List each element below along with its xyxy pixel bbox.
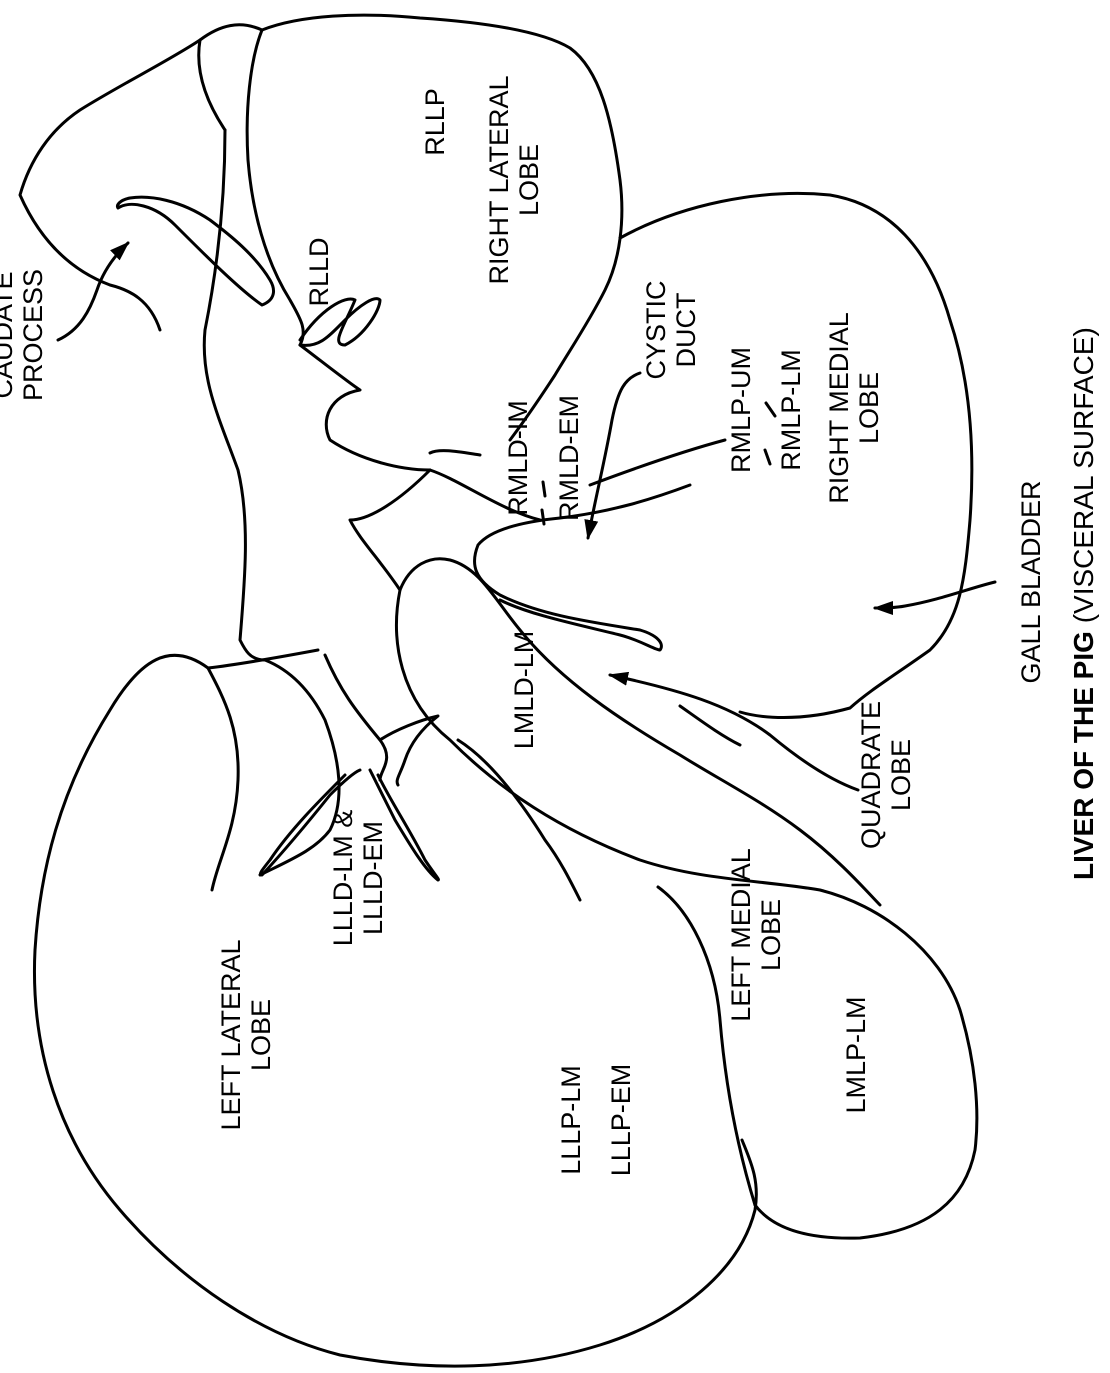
figure-title-rest: (VISCERAL SURFACE) <box>1068 327 1099 631</box>
label-gall-bladder: GALL BLADDER <box>1016 480 1046 683</box>
svg-text:LEFT MEDIAL: LEFT MEDIAL <box>726 848 756 1022</box>
figure-title: LIVER OF THE PIG (VISCERAL SURFACE) <box>1068 327 1099 880</box>
svg-text:CYSTIC: CYSTIC <box>641 280 671 379</box>
svg-text:QUADRATE: QUADRATE <box>856 701 886 849</box>
right-lateral-inner-edge <box>247 30 303 345</box>
svg-text:RIGHT LATERAL: RIGHT LATERAL <box>484 75 514 284</box>
figure-title-bold: LIVER OF THE PIG <box>1068 631 1099 880</box>
tick-rmld-2 <box>542 510 544 524</box>
left-medial-lobe-outline <box>397 590 977 1238</box>
svg-text:PROCESS: PROCESS <box>18 269 48 401</box>
tick-rmlp-2 <box>766 403 775 416</box>
right-lateral-lobe-outline <box>262 15 622 440</box>
svg-text:LOBE: LOBE <box>756 899 786 971</box>
llld-duct-branch-1 <box>380 716 438 785</box>
caudate-process-outline <box>20 25 262 330</box>
label-caudate-process: CAUDATE PROCESS <box>0 269 48 401</box>
label-rmlp-lm: RMLP-LM <box>776 349 806 471</box>
svg-text:LEFT LATERAL: LEFT LATERAL <box>216 939 246 1130</box>
label-right-lateral-lobe: RIGHT LATERAL LOBE <box>484 75 544 284</box>
svg-text:LOBE: LOBE <box>854 372 884 444</box>
tick-rmld <box>543 482 545 496</box>
label-left-medial-lobe: LEFT MEDIAL LOBE <box>726 848 786 1022</box>
quadrate-arrow <box>610 675 858 790</box>
svg-text:LLLD-EM: LLLD-EM <box>358 821 388 935</box>
lateral-lobe-divider-2 <box>208 668 238 890</box>
left-lateral-lobe-outline <box>34 655 756 1366</box>
label-lllp-em: LLLP-EM <box>606 1064 636 1177</box>
lateral-lobe-divider <box>208 650 318 668</box>
label-rmld-em: RMLD-EM <box>554 395 584 521</box>
svg-text:LLLD-LM &: LLLD-LM & <box>328 810 358 947</box>
svg-text:LOBE: LOBE <box>886 739 916 811</box>
svg-text:LOBE: LOBE <box>514 144 544 216</box>
label-rmld-im: RMLD-IM <box>503 400 533 516</box>
label-lmlp-lm: LMLP-LM <box>841 996 871 1113</box>
svg-text:LOBE: LOBE <box>246 999 276 1071</box>
label-right-medial-lobe: RIGHT MEDIAL LOBE <box>824 312 884 504</box>
svg-text:DUCT: DUCT <box>671 293 701 368</box>
label-llld: LLLD-LM & LLLD-EM <box>328 810 388 947</box>
svg-text:RIGHT MEDIAL: RIGHT MEDIAL <box>824 312 854 504</box>
label-cystic-duct: CYSTIC DUCT <box>641 280 701 379</box>
caudate-arrow <box>58 243 128 340</box>
tick-rmlp <box>765 450 770 464</box>
label-quadrate-lobe: QUADRATE LOBE <box>856 701 916 849</box>
caudate-groove <box>118 197 274 305</box>
label-lllp-lm: LLLP-LM <box>556 1065 586 1175</box>
label-lmld-lm: LMLD-LM <box>509 631 539 750</box>
duct-channel-mid-edge <box>325 655 387 780</box>
rmld-im-stub <box>430 451 480 455</box>
svg-text:CAUDATE: CAUDATE <box>0 271 18 398</box>
label-rllp: RLLP <box>420 88 450 156</box>
gall-bladder-arrow <box>875 582 995 608</box>
duct-upper-right <box>350 470 430 590</box>
caudate-inner-line <box>199 40 225 130</box>
label-rmlp-um: RMLP-UM <box>726 347 756 473</box>
label-left-lateral-lobe: LEFT LATERAL LOBE <box>216 939 276 1130</box>
label-rlld: RLLD <box>304 237 334 306</box>
rmlp-connector <box>590 440 725 485</box>
quadrate-lobe-outline <box>400 559 880 905</box>
